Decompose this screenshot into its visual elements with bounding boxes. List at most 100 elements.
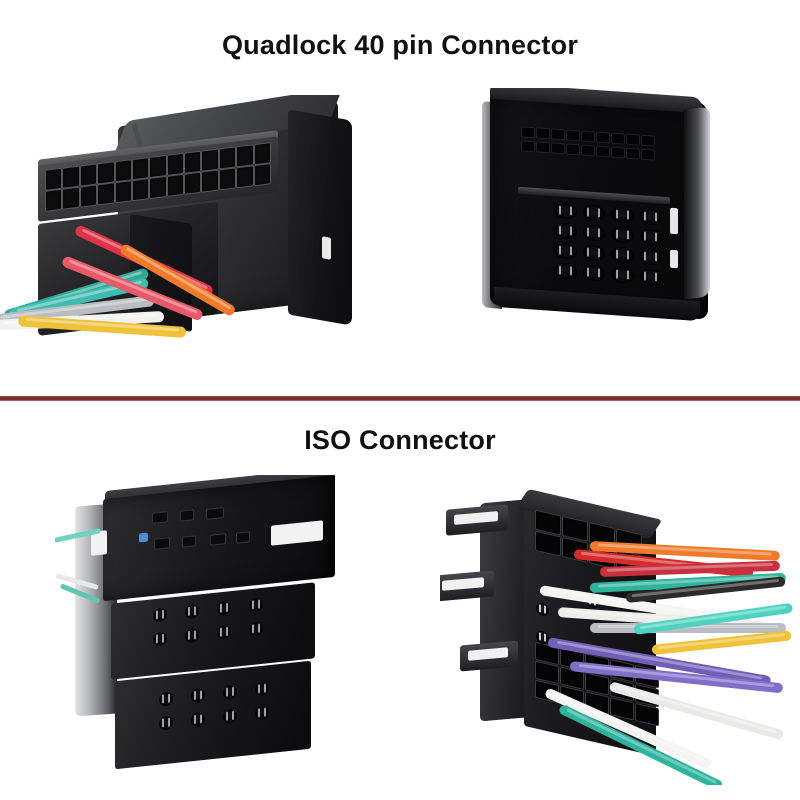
iso-rear-slot-c: [207, 508, 223, 519]
iso-rear-slot-f: [211, 534, 225, 545]
section-divider: [0, 396, 800, 401]
quadlock-wire-view-photo: [0, 95, 400, 395]
pin-cavity: [536, 661, 558, 683]
pin-cavity: [582, 224, 605, 242]
quadlock-latch-slot: [322, 236, 331, 260]
pin-cavity: [237, 166, 253, 188]
pin-cavity: [237, 145, 253, 167]
front-slot: [597, 146, 609, 157]
front-slot: [522, 141, 534, 152]
iso-rear-slot-e: [183, 536, 195, 547]
pin-cavity: [150, 156, 166, 177]
pin-cavity: [63, 166, 79, 188]
pin-cavity: [150, 177, 166, 198]
pin-cavity: [159, 691, 173, 707]
pin-cavity: [223, 708, 237, 725]
front-slot: [612, 147, 624, 158]
quadlock-front-keyway-lower: [670, 249, 678, 269]
pin-cavity: [554, 242, 577, 260]
pin-cavity: [639, 208, 662, 226]
pin-cavity: [639, 248, 662, 266]
front-slot: [627, 134, 639, 145]
front-slot: [597, 132, 609, 143]
pin-cavity: [191, 711, 205, 728]
quadlock-front-keyway-upper: [670, 207, 678, 235]
pin-cavity: [611, 226, 634, 244]
pin-cavity: [153, 631, 167, 647]
pin-cavity: [98, 183, 114, 205]
pin-cavity: [167, 153, 184, 175]
pin-cavity: [115, 181, 131, 203]
iso-rear-slot-d: [155, 538, 169, 549]
pin-cavity: [217, 624, 231, 641]
pin-cavity: [153, 607, 167, 623]
front-slot: [522, 127, 534, 138]
quadlock-housing-right-face: [288, 109, 352, 326]
front-slot: [567, 144, 579, 155]
front-slot: [537, 142, 549, 153]
iso-rear-slot-g: [237, 532, 249, 543]
front-slot: [642, 149, 654, 160]
pin-cavity: [554, 222, 577, 240]
quadlock-front-right-rim: [684, 106, 710, 300]
pin-cavity: [98, 162, 114, 184]
pin-cavity: [611, 206, 634, 224]
front-slot: [552, 129, 564, 140]
quadlock-front-pin-grid: [554, 202, 662, 286]
pin-cavity: [217, 600, 231, 617]
pin-cavity: [132, 158, 149, 180]
pin-cavity: [582, 244, 605, 262]
pin-cavity: [586, 673, 608, 695]
pin-cavity: [582, 204, 605, 222]
pin-cavity: [115, 160, 131, 182]
iso-rear-view-photo: [55, 475, 375, 775]
pin-cavity: [582, 264, 605, 282]
pin-cavity: [46, 189, 62, 211]
pin-cavity: [554, 262, 577, 280]
pin-cavity: [249, 597, 263, 613]
pin-cavity: [639, 228, 662, 246]
front-slot: [612, 133, 624, 144]
pin-cavity: [202, 149, 218, 171]
pin-cavity: [219, 147, 236, 169]
pin-cavity: [255, 681, 269, 697]
pin-cavity: [159, 715, 173, 731]
pin-cavity: [185, 151, 201, 173]
pin-cavity: [611, 246, 634, 264]
iso-rear-slot-a: [153, 512, 167, 523]
pin-cavity: [132, 179, 149, 201]
section-title-iso: ISO Connector: [304, 425, 496, 455]
pin-cavity: [191, 687, 205, 704]
pin-cavity: [80, 164, 97, 186]
pin-cavity: [185, 172, 201, 194]
pin-cavity: [219, 168, 236, 190]
pin-cavity: [254, 143, 270, 165]
iso-wire-yellow: [651, 630, 792, 655]
quadlock-front-shell: [490, 88, 708, 320]
pin-cavity: [185, 627, 199, 644]
pin-cavity: [249, 621, 263, 637]
pin-cavity: [63, 187, 79, 209]
iso-wired-view-photo: [440, 485, 800, 785]
front-slot: [642, 135, 654, 146]
front-slot: [627, 148, 639, 159]
pin-cavity: [202, 170, 218, 192]
front-slot: [537, 128, 549, 139]
pin-cavity: [80, 185, 97, 207]
front-slot: [582, 131, 594, 142]
pin-cavity: [611, 266, 634, 284]
pin-cavity: [185, 603, 199, 620]
pin-cavity: [255, 705, 269, 721]
front-slot: [582, 145, 594, 156]
pin-cavity: [554, 202, 577, 220]
iso-rear-slot-b: [181, 510, 193, 521]
section-title-quadlock: Quadlock 40 pin Connector: [221, 30, 579, 60]
iso-rear-blue-marker: [139, 532, 148, 543]
pin-cavity: [639, 268, 662, 286]
front-slot: [552, 143, 564, 154]
pin-cavity: [167, 174, 184, 196]
pin-cavity: [254, 164, 270, 186]
front-slot: [567, 130, 579, 141]
quadlock-front-view-photo: [470, 88, 720, 348]
